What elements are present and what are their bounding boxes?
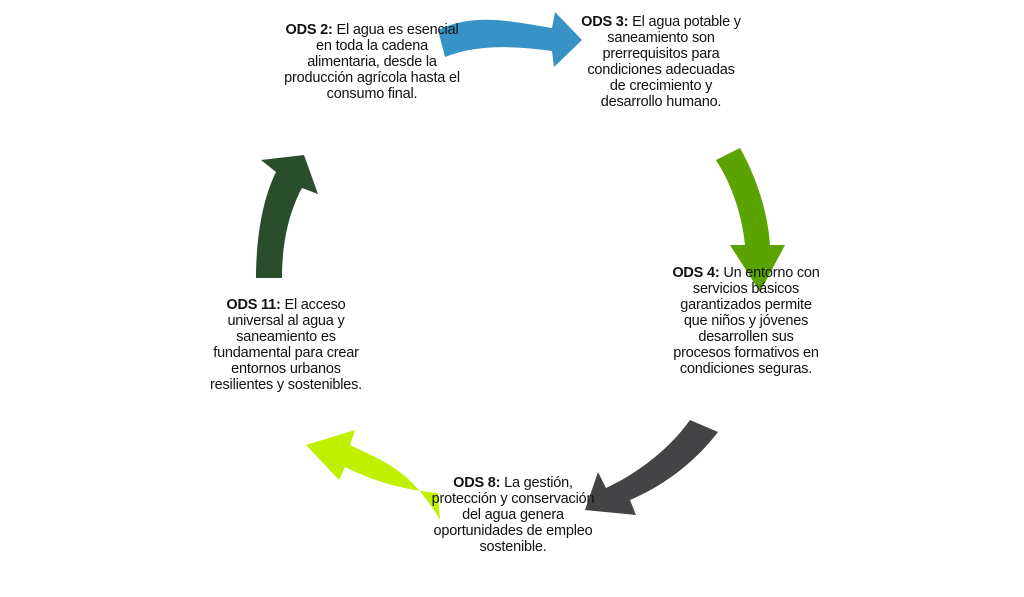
node-ods2-text: El agua es esencial en toda la cadena al… (284, 22, 460, 102)
node-ods11-code: ODS 11: (226, 297, 281, 313)
arrow-ods2-to-ods3 (438, 12, 582, 67)
node-ods4-text: Un entorno con servicios básicos garanti… (673, 265, 820, 377)
node-ods11-text: El acceso universal al agua y saneamient… (210, 297, 362, 393)
node-ods4: ODS 4: Un entorno con servicios básicos … (670, 265, 822, 377)
arrow-ods8-to-ods11 (306, 430, 440, 520)
node-ods3-text: El agua potable y saneamiento son prerre… (587, 14, 741, 110)
arrow-ods4-to-ods8 (585, 420, 718, 515)
node-ods3: ODS 3: El agua potable y saneamiento son… (578, 14, 744, 110)
node-ods2-code: ODS 2: (285, 22, 333, 38)
node-ods11: ODS 11: El acceso universal al agua y sa… (204, 297, 368, 393)
node-ods8-text: La gestión, protección y conservación de… (431, 475, 595, 555)
node-ods3-code: ODS 3: (581, 14, 629, 30)
node-ods2: ODS 2: El agua es esencial en toda la ca… (282, 22, 462, 102)
node-ods8-code: ODS 8: (453, 475, 501, 491)
arrow-ods11-to-ods2 (256, 155, 318, 278)
node-ods8: ODS 8: La gestión, protección y conserva… (430, 475, 596, 555)
node-ods4-code: ODS 4: (672, 265, 720, 281)
arrow-ods3-to-ods4 (716, 148, 785, 292)
